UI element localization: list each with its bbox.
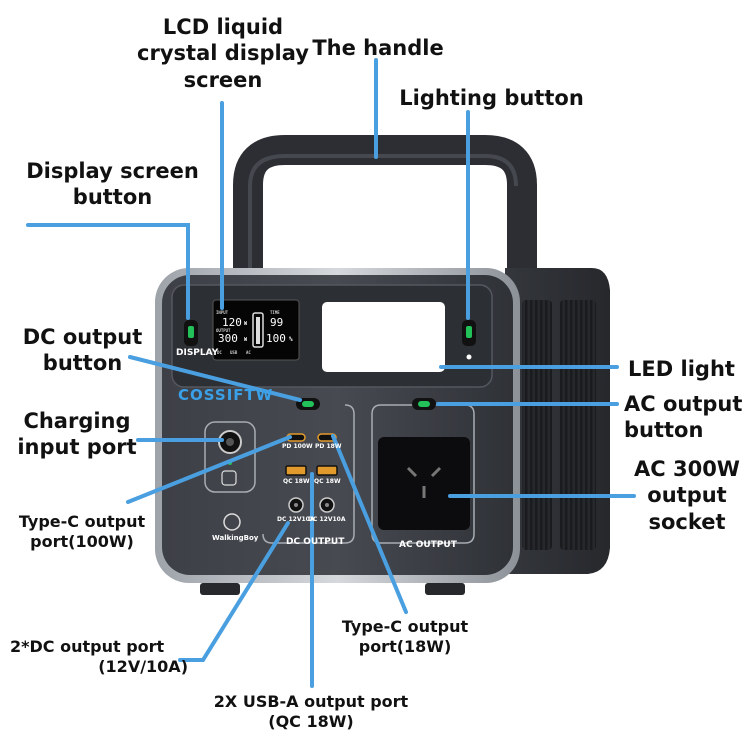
callout-charging: Charging input port <box>17 409 137 460</box>
plug-icon <box>221 470 237 486</box>
callout-lighting: Lighting button <box>399 86 584 110</box>
callout-lcd: LCD liquid crystal display screen <box>137 15 309 92</box>
leader-dc-port <box>178 521 290 662</box>
lighting-button-indicator <box>466 326 472 338</box>
lcd-input-label: INPUT <box>216 310 229 315</box>
side-vent-right <box>560 300 596 550</box>
lcd-ind-usb: USB <box>230 350 238 355</box>
lcd-time-value: 99 <box>270 316 284 329</box>
top-panel <box>171 284 493 388</box>
lcd-output-unit: W <box>244 337 248 343</box>
lcd-output-value: 300 <box>218 332 238 345</box>
foot-right <box>425 583 465 595</box>
lcd-ind-ac: AC <box>246 350 251 355</box>
port-label-qc2: QC 18W <box>314 478 341 485</box>
handle <box>233 135 537 313</box>
leader-dc-button <box>128 355 302 402</box>
lcd-battery-pct: 100 <box>266 332 286 345</box>
display-label: DISPLAY <box>176 348 219 358</box>
dc-section-label: DC OUTPUT <box>286 537 345 547</box>
brand-logo-icon <box>223 513 241 531</box>
callout-dc-button: DC output button <box>22 325 143 376</box>
leader-display-button <box>26 223 190 320</box>
port-label-qc1: QC 18W <box>283 478 310 485</box>
callout-handle: The handle <box>312 36 444 60</box>
usb-a-port-2[interactable] <box>316 465 338 476</box>
usb-a-port-1[interactable] <box>285 465 307 476</box>
port-label-pd18: PD 18W <box>315 443 342 450</box>
brand-name: COSSIFTW <box>178 386 274 404</box>
lcd-output-label: OUTPUT <box>216 328 231 333</box>
lcd-screen <box>212 299 300 361</box>
lcd-time-label: TIME <box>270 310 280 315</box>
lcd-pct-sign: % <box>289 336 293 343</box>
battery-fill <box>256 317 260 344</box>
socket-slot-left <box>406 466 418 478</box>
callout-ac-socket: AC 300W output socket <box>634 457 740 534</box>
logo-text: WalkingBoy <box>212 534 259 542</box>
lcd-input-value: 120 <box>222 316 242 329</box>
callout-dc-port: 2*DC output port (12V/10A) <box>10 637 188 676</box>
side-body <box>505 268 610 574</box>
led-light <box>322 302 445 372</box>
leader-typec18 <box>331 434 408 614</box>
callout-typec18: Type-C output port(18W) <box>341 617 469 656</box>
battery-icon <box>252 312 264 348</box>
lcd-input-unit: W <box>244 321 248 327</box>
foot-left <box>200 583 240 595</box>
ac-button-indicator <box>418 401 430 407</box>
side-vent-left <box>522 300 552 550</box>
leader-lines <box>26 58 636 688</box>
sun-icon <box>466 354 472 360</box>
callout-led: LED light <box>628 357 735 381</box>
dc-button-indicator <box>302 401 314 407</box>
ac-section-label: AC OUTPUT <box>399 540 457 550</box>
callout-display-button: Display screen button <box>26 159 199 210</box>
port-label-dc1: DC 12V10A <box>277 516 315 523</box>
port-label-dc2: DC 12V10A <box>308 516 346 523</box>
lcd-ind-dc: DC <box>217 350 222 355</box>
callout-usba: 2X USB-A output port (QC 18W) <box>213 692 409 731</box>
callout-typec100: Type-C output port(100W) <box>18 512 146 551</box>
charging-port-frame <box>204 421 256 493</box>
leader-typec100 <box>126 435 292 504</box>
socket-slot-right <box>430 466 442 478</box>
port-label-pd100: PD 100W <box>282 443 313 450</box>
ac-output-socket[interactable] <box>378 437 470 530</box>
callout-ac-button: AC output button <box>624 392 743 443</box>
display-button-indicator <box>188 326 194 338</box>
